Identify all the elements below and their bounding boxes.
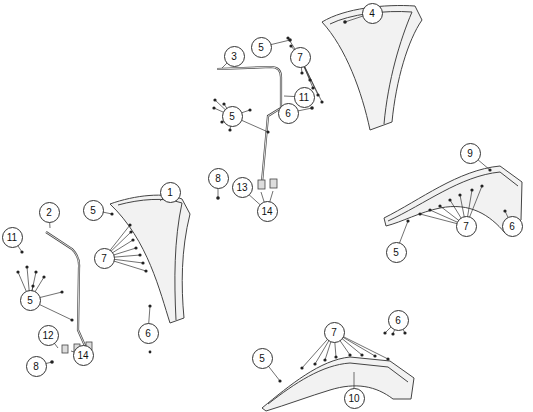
callout-number: 5: [252, 348, 273, 369]
callout-number: 6: [278, 103, 299, 124]
callout-number: 1: [160, 182, 181, 203]
callout-number: 12: [38, 325, 59, 346]
callout-number: 11: [2, 227, 23, 248]
fender-parts: [110, 6, 522, 411]
callout-number: 13: [232, 177, 253, 198]
callout-number: 7: [324, 322, 345, 343]
callout-number: 6: [502, 216, 523, 237]
callout-number: 5: [386, 242, 407, 263]
mount-brackets: [46, 67, 281, 348]
callout-number: 5: [20, 290, 41, 311]
callout-number: 14: [257, 201, 278, 222]
callout-number: 8: [208, 168, 229, 189]
clips: [62, 179, 277, 353]
callout-number: 5: [83, 200, 104, 221]
callout-number: 9: [460, 143, 481, 164]
callout-number: 4: [362, 3, 383, 24]
callout-number: 5: [222, 106, 243, 127]
callout-number: 11: [294, 87, 315, 108]
callout-number: 5: [251, 37, 272, 58]
callout-number: 3: [224, 46, 245, 67]
callout-number: 10: [344, 388, 365, 409]
callout-number: 6: [388, 310, 409, 331]
callout-number: 7: [94, 248, 115, 269]
callout-number: 7: [290, 47, 311, 68]
callout-number: 7: [456, 216, 477, 237]
callout-number: 14: [73, 345, 94, 366]
callout-number: 2: [39, 202, 60, 223]
callout-number: 6: [138, 323, 159, 344]
callout-number: 8: [26, 356, 47, 377]
leader-lines: [12, 13, 512, 398]
fasteners: [16, 20, 506, 382]
